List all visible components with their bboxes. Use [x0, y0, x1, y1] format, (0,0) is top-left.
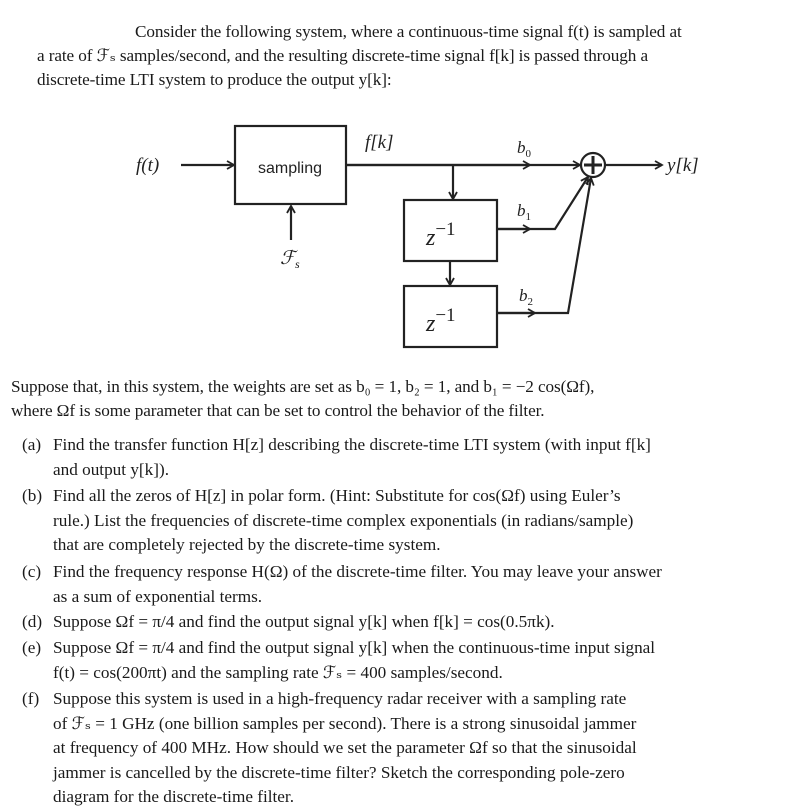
question-line: Find the frequency response H(Ω) of the … [53, 562, 662, 581]
delay-block-1 [402, 198, 499, 263]
input-label: f(t) [136, 155, 159, 176]
question-label: (e) [22, 638, 42, 657]
question-line: Suppose Ωf = π/4 and find the output sig… [53, 638, 656, 657]
question-line: that are completely rejected by the disc… [53, 535, 441, 554]
question-line: and output y[k]). [53, 459, 169, 479]
question-line: rule.) List the frequencies of discrete-… [53, 510, 634, 530]
question-line: as a sum of exponential terms. [53, 586, 263, 606]
question-line: Suppose Ωf = π/4 and find the output sig… [53, 612, 555, 631]
question-line: of ℱₛ = 1 GHz (one billion samples per s… [53, 713, 637, 733]
delay-label-2: z−1 [425, 305, 456, 337]
weight-b2-label: b2 [519, 286, 533, 308]
setup-line: Suppose that, in this system, the weight… [11, 377, 595, 396]
intro-paragraph: Consider the following system, where a c… [37, 20, 802, 92]
question-label: (f) [22, 689, 40, 708]
delay-label-1: z−1 [425, 219, 456, 251]
question-line: jammer is cancelled by the discrete-time… [53, 762, 625, 782]
sample-rate-label: ℱs [280, 248, 300, 271]
discrete-signal-label: f[k] [365, 132, 394, 153]
intro-line: a rate of ℱₛ samples/second, and the res… [37, 46, 649, 65]
question-label: (c) [22, 562, 42, 581]
question-line: Find the transfer function H[z] describi… [53, 435, 651, 454]
question-line: Find all the zeros of H[z] in polar form… [53, 486, 621, 505]
setup-paragraph: Suppose that, in this system, the weight… [11, 375, 801, 423]
intro-line: discrete-time LTI system to produce the … [37, 70, 392, 89]
question-line: at frequency of 400 MHz. How should we s… [53, 738, 637, 757]
setup-line: where Ωf is some parameter that can be s… [11, 401, 545, 420]
question-line: f(t) = cos(200πt) and the sampling rate … [53, 662, 503, 682]
question-label: (a) [22, 435, 42, 454]
intro-line: Consider the following system, where a c… [135, 22, 682, 41]
sampling-label: sampling [258, 160, 322, 177]
question-label: (d) [22, 612, 43, 631]
weight-b0-label: b0 [517, 138, 532, 160]
delay-block-2 [402, 284, 499, 349]
question-label: (b) [22, 486, 43, 505]
question-line: Suppose this system is used in a high-fr… [53, 689, 627, 708]
weight-b1-label: b1 [517, 201, 531, 223]
question-line: diagram for the discrete-time filter. [53, 787, 295, 806]
block-diagram: f(t) sampling ℱs f[k] b0 b1 b2 z−1 z−1 y… [136, 124, 699, 349]
output-label: y[k] [665, 155, 699, 176]
